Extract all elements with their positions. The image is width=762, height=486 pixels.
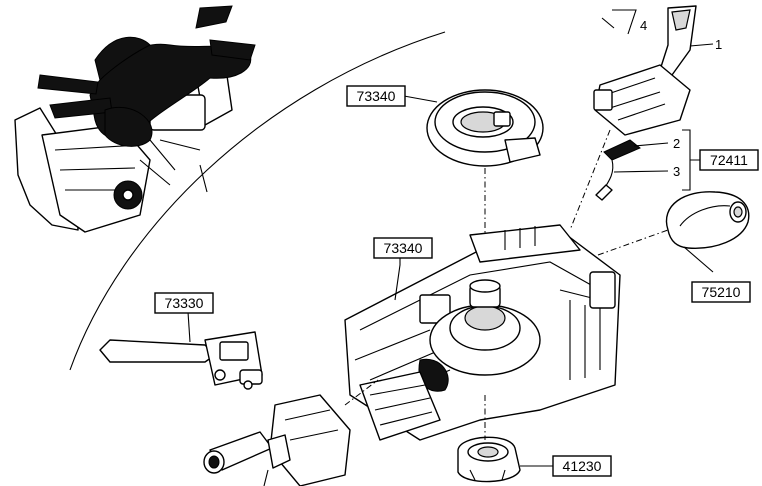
- callout-75210: 75210: [691, 281, 751, 303]
- number-3: 3: [673, 164, 680, 179]
- leader-73330: [187, 311, 191, 343]
- callout-72411-label: 72411: [710, 152, 748, 168]
- axis-line-shroud: [597, 229, 669, 256]
- leader-4: [601, 9, 637, 35]
- callout-73340-top-label: 73340: [357, 88, 396, 104]
- boundary-arc: [69, 31, 446, 371]
- lever-and-connector-part: [593, 5, 697, 136]
- leader-2: [633, 142, 669, 147]
- callout-73330-label: 73330: [165, 295, 204, 311]
- callout-73340-mid: 73340: [373, 237, 433, 259]
- callout-41230-label: 41230: [563, 458, 602, 474]
- shroud-cover-part: [665, 191, 750, 249]
- wiper-stalk-part: [99, 331, 263, 390]
- callout-41230: 41230: [552, 455, 612, 477]
- switch-housing-part: [344, 224, 621, 441]
- leader-1: [689, 43, 714, 47]
- number-2: 2: [673, 136, 680, 151]
- inset-separator: [199, 164, 208, 193]
- leader-3: [613, 170, 669, 173]
- bracket-72411: [682, 129, 700, 191]
- installed-column-inset: [14, 5, 256, 233]
- light-stalk-part: [203, 394, 351, 486]
- number-4: 4: [640, 18, 647, 33]
- callout-73340-top: 73340: [346, 85, 406, 107]
- number-1: 1: [715, 37, 722, 52]
- axis-line-upper: [569, 129, 611, 231]
- callout-75210-label: 75210: [702, 284, 741, 300]
- callout-73330: 73330: [154, 292, 214, 314]
- ignition-ring-part: [457, 436, 521, 483]
- clock-spring-part: [426, 89, 544, 167]
- leader-73340-top: [403, 95, 438, 103]
- clip-parts: [595, 139, 641, 201]
- leader-75210: [683, 246, 714, 273]
- callout-73340-mid-label: 73340: [384, 240, 423, 256]
- callout-72411: 72411: [699, 149, 759, 171]
